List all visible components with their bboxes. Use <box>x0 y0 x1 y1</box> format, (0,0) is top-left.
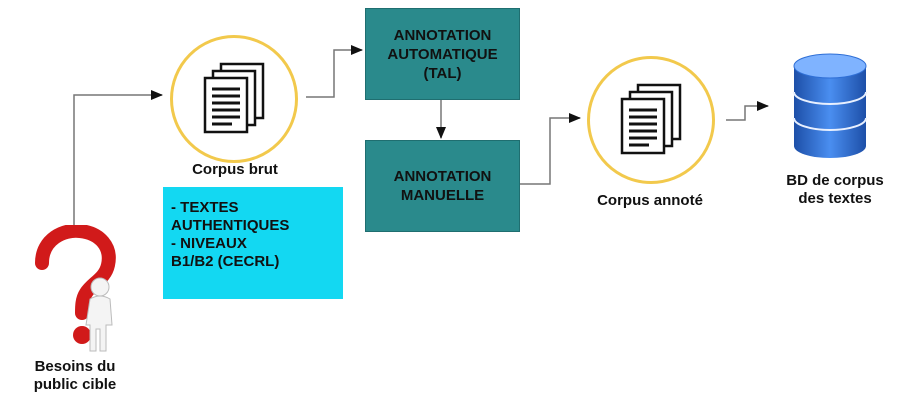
needs-label-line2: public cible <box>33 376 117 393</box>
manual-annotation-box: ANNOTATION MANUELLE <box>365 140 520 232</box>
auto-annotation-line-1: ANNOTATION <box>393 26 492 44</box>
database-label-line2: des textes <box>798 190 872 207</box>
raw-corpus-circle <box>170 35 298 163</box>
criteria-line-2: AUTHENTIQUES <box>171 217 290 234</box>
criteria-line-3: - NIVEAUX <box>171 235 247 252</box>
arrow-manual-to-annotated <box>520 113 581 185</box>
criteria-line-4: B1/B2 (CECRL) <box>171 253 280 270</box>
auto-annotation-box: ANNOTATION AUTOMATIQUE (TAL) <box>365 8 520 100</box>
annotated-corpus-label: Corpus annoté <box>597 192 703 209</box>
raw-corpus-label: Corpus brut <box>192 161 278 178</box>
manual-annotation-line-2: MANUELLE <box>400 187 485 204</box>
arrow-corpus-to-auto <box>306 45 363 98</box>
database-icon <box>793 53 867 158</box>
needs-node: Besoins du public cible <box>10 225 140 405</box>
database-label: BD de corpus des textes <box>760 172 904 208</box>
criteria-line-1: - TEXTES <box>171 199 239 216</box>
manual-annotation-line-1: ANNOTATION <box>393 168 492 185</box>
database-label-line1: BD de corpus <box>786 172 884 189</box>
needs-label-line1: Besoins du <box>34 358 116 375</box>
documents-icon <box>620 83 682 155</box>
auto-annotation-line-2: AUTOMATIQUE <box>387 45 498 63</box>
arrow-needs-to-corpus <box>73 90 163 225</box>
annotated-corpus-circle <box>587 56 715 184</box>
arrow-annotated-to-db <box>726 101 769 121</box>
documents-icon <box>203 62 265 134</box>
question-person-icon <box>35 225 116 352</box>
database-node <box>780 50 890 170</box>
criteria-box: - TEXTES AUTHENTIQUES - NIVEAUX B1/B2 (C… <box>163 187 343 299</box>
auto-annotation-line-3: (TAL) <box>423 64 462 82</box>
